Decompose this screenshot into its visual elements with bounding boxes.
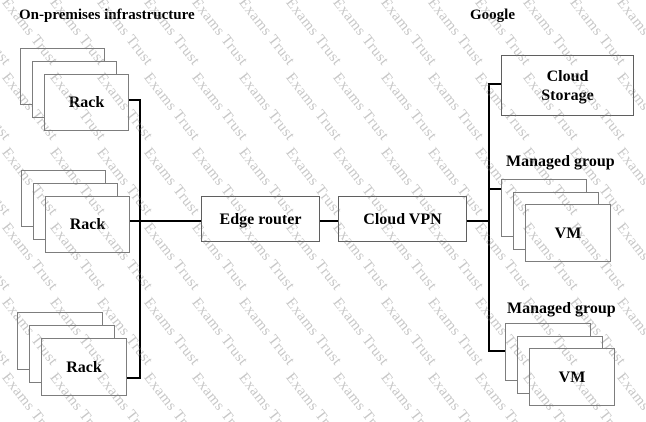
- bottom-rack-link: [125, 377, 141, 379]
- left-trunk: [139, 99, 141, 379]
- on-premises-header: On-premises infrastructure: [19, 7, 195, 23]
- rack-stack-bottom-label: Rack: [66, 358, 102, 376]
- vpn-to-trunk-line: [466, 220, 490, 222]
- rack-to-edge-router-line: [129, 220, 201, 222]
- managed-group-1-link: [489, 188, 502, 190]
- managed-group-2-label: Managed group: [507, 300, 616, 317]
- edge-router-to-vpn-line: [320, 220, 338, 222]
- vm-stack-2-box-3: VM: [529, 348, 615, 406]
- rack-stack-top-box-3: Rack: [44, 74, 129, 131]
- cloud-storage-box-label-line-1: Cloud: [546, 67, 589, 85]
- cloud-vpn-box-label-line-1: Cloud VPN: [363, 210, 442, 228]
- cloud-vpn-box: Cloud VPN: [338, 196, 467, 242]
- right-trunk: [488, 83, 490, 352]
- edge-router-box: Edge router: [201, 196, 320, 242]
- top-rack-link: [128, 99, 141, 101]
- vm-stack-1-label: VM: [554, 224, 582, 242]
- edge-router-box-label-line-1: Edge router: [219, 210, 302, 228]
- cloud-storage-box-label-line-2: Storage: [541, 86, 594, 104]
- rack-stack-bottom-box-3: Rack: [41, 338, 127, 396]
- cloud-storage-link: [489, 83, 502, 85]
- managed-group-2-link: [489, 350, 506, 352]
- rack-stack-top-label: Rack: [68, 94, 105, 111]
- google-header: Google: [470, 7, 515, 23]
- rack-stack-middle-label: Rack: [69, 216, 106, 233]
- vm-stack-2-label: VM: [558, 368, 586, 386]
- managed-group-1-label: Managed group: [506, 153, 615, 170]
- rack-stack-middle-box-3: Rack: [45, 196, 130, 253]
- vm-stack-1-box-3: VM: [525, 204, 611, 262]
